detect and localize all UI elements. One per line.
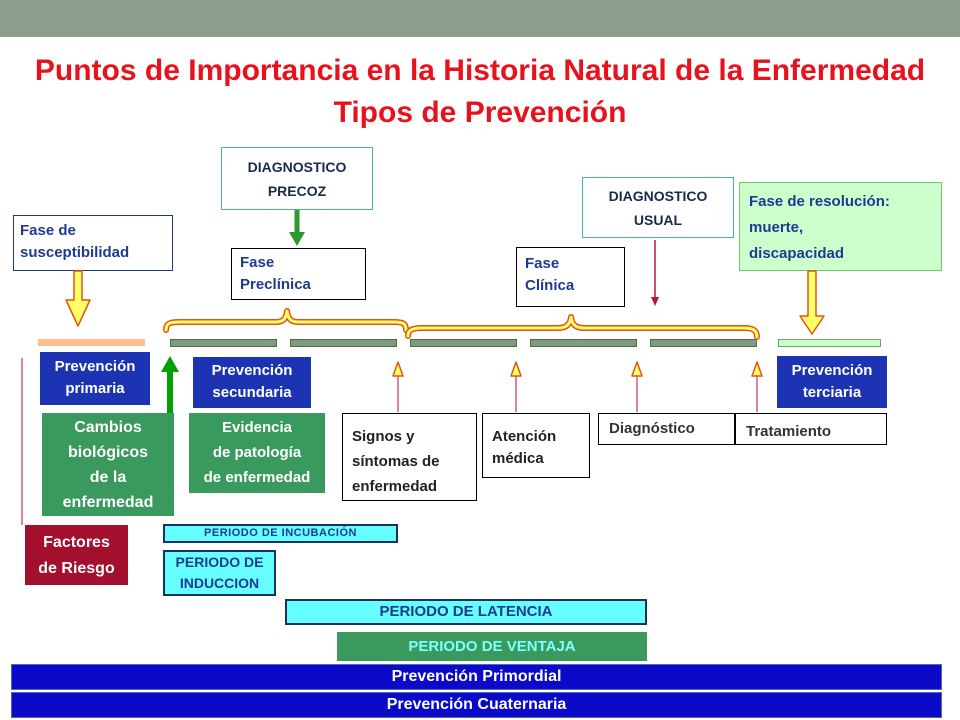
timeline-bar-resolution (778, 339, 881, 347)
usual-diagnosis-box: DIAGNOSTICO USUAL (582, 177, 734, 238)
tertiary-prevention-line-2: terciaria (802, 384, 862, 401)
medical-care-marker-head (510, 361, 522, 377)
diagnosis-box: Diagnóstico (598, 413, 735, 445)
timeline-bar-1 (170, 339, 277, 347)
biological-changes-line-3: de la (89, 469, 127, 486)
pathology-evidence-line-1: Evidencia (221, 419, 293, 436)
clinical-phase-line-1: Fase (525, 255, 560, 272)
preclinical-phase-line-2: Preclínica (240, 276, 311, 293)
primordial-prevention-bar: Prevención Primordial (11, 664, 942, 690)
tertiary-prevention-box: Prevención terciaria (777, 356, 887, 408)
treatment-marker-head (751, 361, 763, 377)
signs-marker-arrow (392, 361, 404, 412)
slide-subtitle: Tipos de Prevención (333, 96, 627, 129)
timeline-bar-2 (290, 339, 397, 347)
clinical-brace-fill (406, 315, 759, 339)
signs-symptoms-line-3: enfermedad (352, 478, 438, 495)
preclinical-brace-fill (164, 309, 408, 332)
diagnosis-label: Diagnóstico (609, 420, 695, 437)
secondary-prevention-line-1: Prevención (211, 362, 293, 379)
early-diagnosis-box: DIAGNOSTICO PRECOZ (221, 147, 373, 210)
clinical-phase-line-2: Clínica (525, 277, 575, 294)
secondary-prevention-box: Prevención secundaria (193, 357, 311, 408)
risk-factors-line-2: de Riesgo (38, 560, 115, 577)
quaternary-prevention-bar: Prevención Cuaternaria (11, 692, 942, 718)
biological-changes-line-2: biológicos (68, 444, 148, 461)
signs-symptoms-line-2: síntomas de (352, 453, 440, 470)
timeline-bar-5 (650, 339, 757, 347)
resolution-arrow (799, 270, 825, 335)
medical-care-line-2: médica (492, 450, 544, 467)
clinical-phase-box: Fase Clínica (516, 247, 625, 307)
susceptibility-phase-line-1: Fase de (20, 222, 76, 239)
treatment-marker-arrow (751, 361, 763, 412)
medical-care-marker-arrow (510, 361, 522, 412)
risk-factors-box: Factores de Riesgo (25, 525, 128, 585)
susceptibility-phase-line-2: susceptibilidad (20, 244, 130, 261)
susceptibility-phase-box: Fase de susceptibilidad (13, 215, 173, 271)
clinical-phase-brace (405, 314, 760, 340)
usual-diagnosis-line-1: DIAGNOSTICO (608, 188, 708, 204)
preclinical-phase-line-1: Fase (240, 254, 275, 271)
timeline-bar-4 (530, 339, 637, 347)
induction-period-line-1: PERIODO DE (175, 554, 264, 570)
biological-changes-line-1: Cambios (74, 419, 142, 436)
biological-changes-box: Cambios biológicos de la enfermedad (42, 413, 174, 516)
secondary-prevention-arrow (161, 356, 179, 413)
resolution-phase-box: Fase de resolución: muerte, discapacidad (739, 182, 942, 271)
induction-period-line-2: INDUCCION (179, 575, 260, 591)
resolution-phase-line-1: Fase de resolución: (749, 193, 890, 210)
medical-care-line-1: Atención (492, 428, 557, 445)
resolution-phase-line-2: muerte, (749, 219, 804, 236)
signs-symptoms-box: Signos y síntomas de enfermedad (342, 413, 477, 501)
usual-diagnosis-arrow (651, 240, 659, 306)
preclinical-phase-brace (163, 308, 409, 333)
primary-prevention-box: Prevención primaria (40, 352, 150, 405)
preclinical-brace-outline (163, 308, 409, 333)
signs-marker-head (392, 361, 404, 377)
pathology-evidence-line-3: de enfermedad (203, 469, 311, 486)
resolution-phase-line-3: discapacidad (749, 245, 845, 262)
early-diagnosis-arrow (289, 210, 305, 246)
tertiary-prevention-line-1: Prevención (791, 362, 873, 379)
advantage-period-bar: PERIODO DE VENTAJA (337, 632, 647, 661)
pathology-evidence-line-2: de patología (212, 444, 302, 461)
susceptibility-arrow (65, 270, 91, 327)
signs-symptoms-line-1: Signos y (352, 428, 415, 445)
usual-diagnosis-line-2: USUAL (633, 212, 683, 228)
diagnosis-marker-head (631, 361, 643, 377)
early-diagnosis-line-2: PRECOZ (267, 183, 327, 199)
timeline-bar-susceptibility (38, 339, 145, 346)
secondary-prevention-line-2: secundaria (212, 384, 292, 401)
incubation-period-bar: PERIODO DE INCUBACIÓN (163, 524, 398, 543)
preclinical-phase-box: Fase Preclínica (231, 248, 366, 300)
induction-period-box: PERIODO DE INDUCCION (163, 550, 276, 596)
timeline-bar-3 (410, 339, 517, 347)
usual-diagnosis-arrow-head (651, 297, 659, 306)
primary-prevention-line-1: Prevención (54, 358, 136, 375)
biological-changes-line-4: enfermedad (62, 494, 154, 511)
latency-period-bar: PERIODO DE LATENCIA (285, 599, 647, 625)
pathology-evidence-box: Evidencia de patología de enfermedad (189, 413, 325, 493)
header-bar (0, 0, 960, 37)
clinical-brace-outline (405, 314, 760, 340)
risk-factors-line-1: Factores (43, 534, 110, 551)
treatment-box: Tratamiento (735, 413, 887, 445)
slide-title: Puntos de Importancia en la Historia Nat… (34, 54, 926, 87)
diagnosis-marker-arrow (631, 361, 643, 412)
early-diagnosis-line-1: DIAGNOSTICO (247, 159, 347, 175)
primary-prevention-line-2: primaria (65, 380, 125, 397)
medical-care-box: Atención médica (482, 413, 590, 478)
treatment-label: Tratamiento (746, 423, 832, 440)
